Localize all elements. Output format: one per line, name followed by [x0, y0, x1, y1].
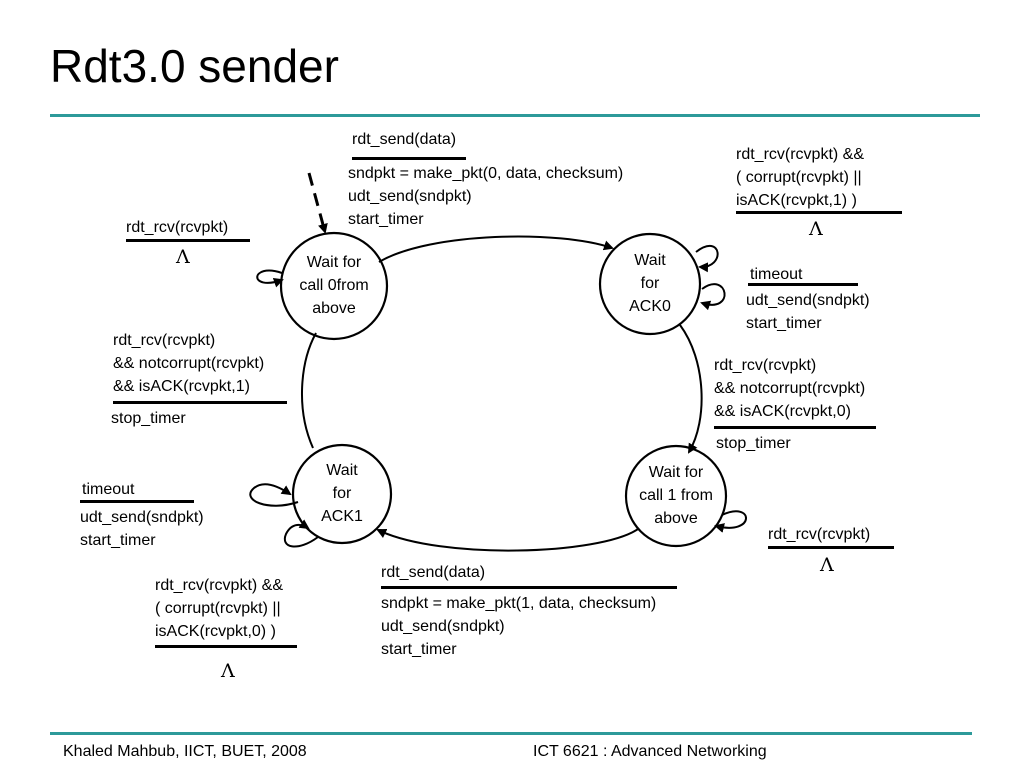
footer-divider: [50, 732, 972, 735]
selfloop-ack1-timeout: [249, 483, 299, 507]
t-ack0-call1-event: rdt_rcv(rcvpkt) && notcorrupt(rcvpkt) &&…: [714, 357, 866, 420]
t-call1-self-lambda: Λ: [820, 554, 834, 576]
t-call0-ack0-actions: sndpkt = make_pkt(0, data, checksum) udt…: [348, 165, 624, 228]
t-ack0-corrupt-lambda: Λ: [809, 218, 823, 240]
arrow-call1-to-ack1: [376, 528, 639, 552]
t-ack0-timeout-event: timeout: [750, 266, 803, 283]
line-ack1-to-call0: [301, 332, 317, 449]
arrow-ack0-to-call1: [679, 324, 703, 454]
t-ack1-call0-action: stop_timer: [111, 410, 186, 427]
t-ack1-call0-event: rdt_rcv(rcvpkt) && notcorrupt(rcvpkt) &&…: [113, 332, 265, 395]
selfloop-ack1-corrupt: [283, 519, 319, 548]
t-ack1-corrupt-event: rdt_rcv(rcvpkt) && ( corrupt(rcvpkt) || …: [155, 577, 284, 640]
selfloop-ack0-timeout: [700, 283, 726, 311]
t-ack1-timeout-bar: [80, 500, 194, 503]
state-wait-ack0-circle: [598, 232, 702, 336]
t-call0-ack0-event: rdt_send(data): [352, 131, 457, 148]
t-ack1-timeout-actions: udt_send(sndpkt) start_timer: [80, 509, 204, 549]
t-ack0-call1-action: stop_timer: [716, 435, 791, 452]
t-ack1-corrupt-bar: [155, 645, 297, 648]
title-divider: [50, 114, 980, 117]
t-call0-self-lambda: Λ: [176, 246, 190, 268]
t-ack0-corrupt-event: rdt_rcv(rcvpkt) && ( corrupt(rcvpkt) || …: [736, 146, 865, 209]
footer-author: Khaled Mahbub, IICT, BUET, 2008: [63, 743, 307, 760]
t-call1-ack1-event: rdt_send(data): [381, 564, 486, 581]
t-ack1-call0-bar: [113, 401, 287, 404]
t-ack1-corrupt-lambda: Λ: [221, 660, 235, 682]
state-wait-ack1-circle: [291, 443, 393, 545]
t-call0-ack0-bar: [352, 157, 466, 160]
t-ack0-corrupt-bar: [736, 211, 902, 214]
selfloop-ack0-corrupt: [695, 244, 719, 273]
t-ack0-timeout-bar: [748, 283, 858, 286]
initial-state-arrow: [307, 172, 328, 234]
t-call0-self-bar: [126, 239, 250, 242]
state-wait-call1-circle: [624, 444, 728, 548]
t-ack1-timeout-event: timeout: [82, 481, 135, 498]
t-call1-ack1-bar: [381, 586, 677, 589]
t-call1-self-event: rdt_rcv(rcvpkt): [768, 526, 871, 543]
footer-course: ICT 6621 : Advanced Networking: [533, 743, 767, 760]
selfloop-call1: [714, 510, 747, 533]
t-ack0-timeout-actions: udt_send(sndpkt) start_timer: [746, 292, 870, 332]
t-ack0-call1-bar: [714, 426, 876, 429]
slide-title: Rdt3.0 sender: [50, 40, 339, 92]
t-call0-self-event: rdt_rcv(rcvpkt): [126, 219, 229, 236]
t-call1-self-bar: [768, 546, 894, 549]
selfloop-call0: [256, 269, 284, 288]
arrow-call0-to-ack0: [378, 235, 614, 263]
t-call1-ack1-actions: sndpkt = make_pkt(1, data, checksum) udt…: [381, 595, 657, 658]
